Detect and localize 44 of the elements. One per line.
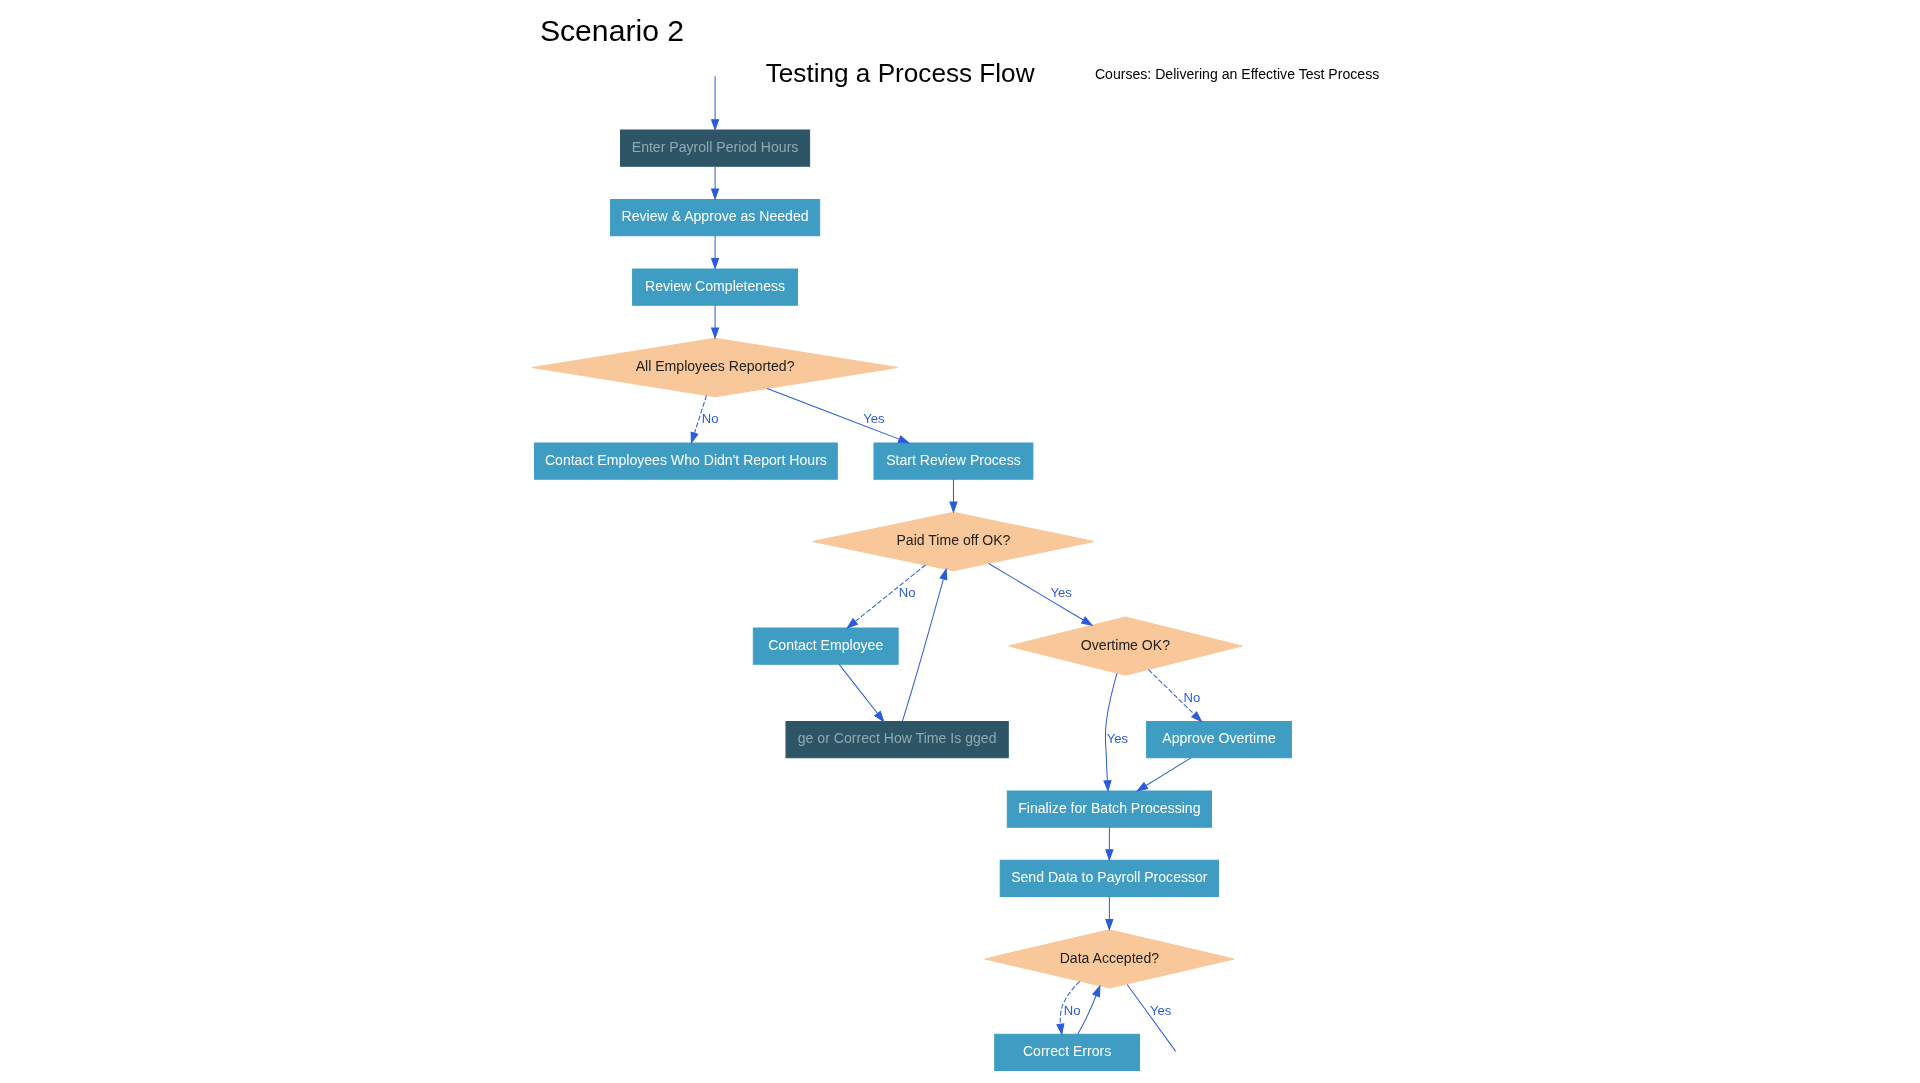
arrow	[1076, 984, 1100, 1035]
node-box: Start Review Process	[873, 442, 1033, 480]
node-diamond: Data Accepted?	[983, 929, 1235, 989]
edge-label: No	[898, 585, 916, 601]
arrow	[948, 478, 958, 514]
arrow	[901, 567, 947, 722]
node-box: Send Data to Payroll Processor	[999, 859, 1219, 898]
edge-label: Yes	[1049, 585, 1072, 601]
node-box: Review Completeness	[631, 268, 798, 306]
edge-label: Yes	[1106, 731, 1128, 747]
edge-label: Yes	[862, 411, 885, 427]
node-box: Contact Employee	[752, 627, 899, 665]
node-box: Correct Errors	[993, 1033, 1140, 1072]
arrow	[987, 563, 1093, 626]
arrow	[1104, 826, 1114, 862]
diagram-title: Scenario 2	[539, 13, 684, 47]
arrow	[1102, 672, 1117, 793]
arrow	[690, 394, 707, 445]
label: Courses: Delivering an Effective Test Process	[1094, 66, 1379, 83]
edge-label: No	[1182, 689, 1200, 705]
connector	[1126, 983, 1176, 1052]
arrow	[710, 304, 719, 340]
node-box: Finalize for Batch Processing	[1006, 790, 1212, 828]
node-box: Review & Approve as Needed	[609, 199, 820, 237]
arrow	[838, 663, 885, 723]
node-box: Enter Payroll Period Hours	[619, 129, 810, 167]
node-diamond: Paid Time off OK?	[811, 511, 1095, 572]
edge-label: No	[1063, 1002, 1080, 1018]
arrow	[766, 387, 910, 444]
edge-label: Yes	[1149, 1002, 1171, 1018]
edge-label: No	[701, 411, 718, 427]
label: Testing a Process Flow	[765, 57, 1035, 88]
arrow	[845, 564, 926, 629]
node-box: Approve Overtime	[1145, 721, 1292, 759]
arrow	[710, 75, 719, 132]
arrow	[710, 235, 719, 270]
arrow	[710, 166, 719, 201]
node-box: Contact Employees Who Didn't Report Hours	[533, 442, 838, 480]
node-box: ge or Correct How Time Is gged	[785, 721, 1009, 759]
arrow	[1104, 896, 1114, 931]
node-diamond: All Employees Reported?	[531, 337, 899, 398]
arrow	[1135, 757, 1192, 792]
arrow	[1147, 669, 1202, 723]
arrow	[1055, 980, 1080, 1036]
